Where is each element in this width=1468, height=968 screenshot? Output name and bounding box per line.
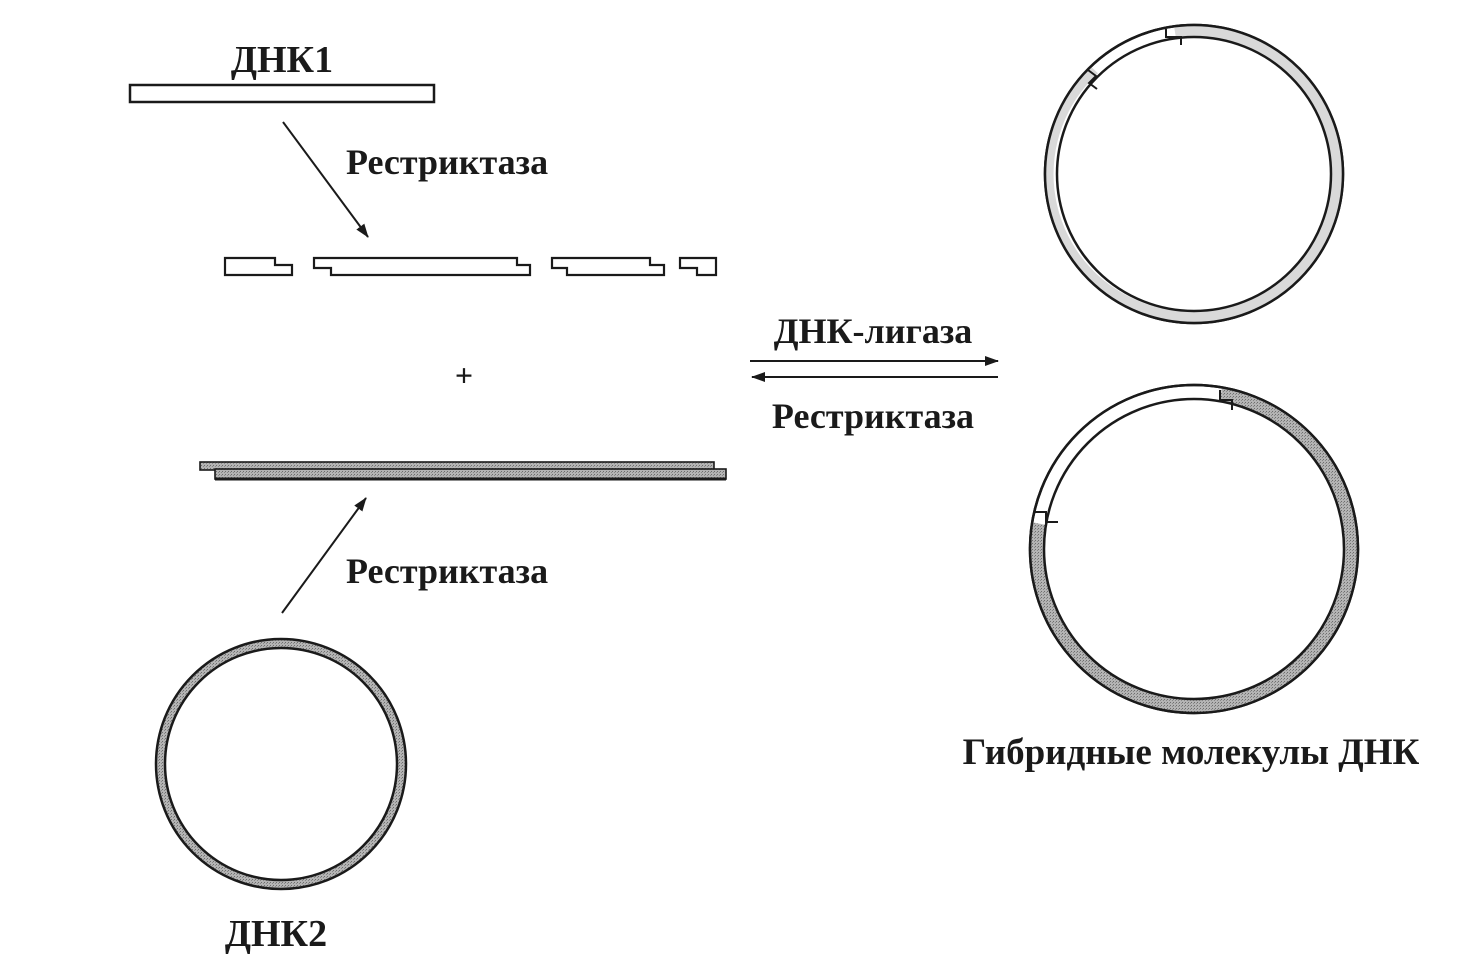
- plus-sign: +: [455, 357, 473, 393]
- dna2-plasmid-inner: [163, 646, 399, 882]
- dna1-fragment-1: [223, 256, 294, 277]
- dna1-fragment-2: [312, 256, 532, 277]
- hybrid-molecule-1: [1043, 23, 1345, 325]
- dna1-fragment-3: [550, 256, 666, 277]
- dna2-label: ДНК2: [225, 913, 327, 955]
- restriction-reverse-label: Рестриктаза: [772, 396, 974, 436]
- restriction-label-top: Рестриктаза: [346, 142, 548, 182]
- hybrid-molecule-2: [1028, 383, 1360, 715]
- hybrid-caption: Гибридные молекулы ДНК: [963, 732, 1420, 773]
- dna1-strand: [128, 83, 436, 104]
- dna1-fragment-4: [678, 256, 718, 277]
- restriction-label-bottom: Рестриктаза: [346, 551, 548, 591]
- ligase-label: ДНК-лигаза: [774, 311, 973, 351]
- restriction-arrow-top: [282, 121, 369, 238]
- restriction-arrow-bottom: [281, 497, 367, 614]
- dna1-label: ДНК1: [231, 39, 333, 81]
